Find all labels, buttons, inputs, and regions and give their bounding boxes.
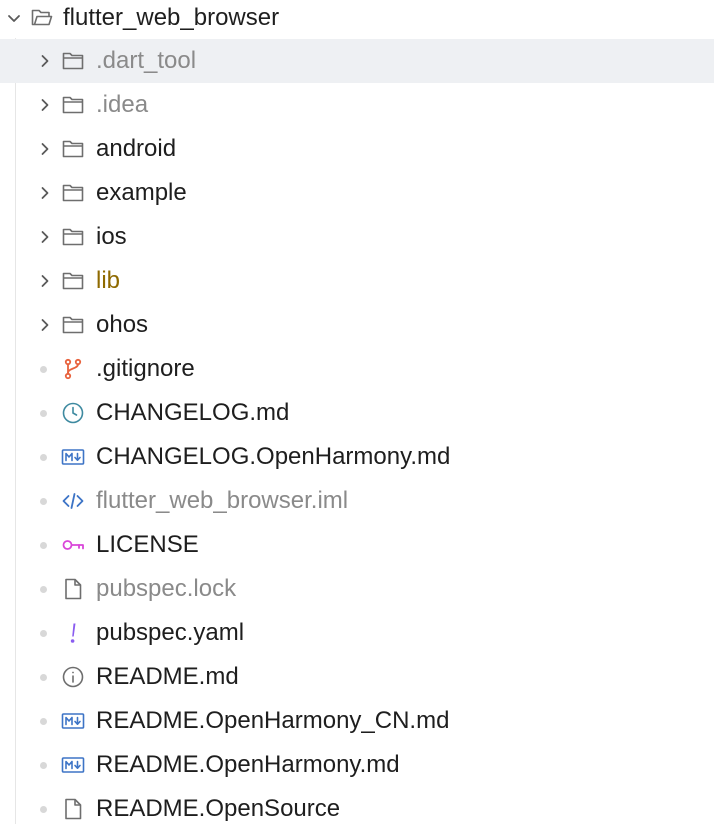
bullet-dot — [40, 762, 47, 769]
tree-item-android[interactable]: android — [0, 127, 714, 171]
tree-item-label: .dart_tool — [96, 47, 197, 74]
tree-item-changelog-openharmony-md[interactable]: CHANGELOG.OpenHarmony.md — [0, 435, 714, 479]
folder-icon — [61, 181, 85, 205]
tree-item-pubspec-lock[interactable]: pubspec.lock — [0, 567, 714, 611]
chevron-right-icon[interactable] — [35, 51, 55, 71]
tree-item-root[interactable]: flutter_web_browser — [0, 0, 714, 40]
markdown-icon — [61, 753, 85, 777]
tree-item-label: README.OpenSource — [96, 795, 341, 822]
tree-item-label: .gitignore — [96, 355, 195, 382]
tree-item-label: pubspec.yaml — [96, 619, 245, 646]
bullet-dot — [40, 410, 47, 417]
bullet-dot — [40, 674, 47, 681]
tree-item-label: flutter_web_browser.iml — [96, 487, 349, 514]
file-icon — [61, 577, 85, 601]
tree-item-example[interactable]: example — [0, 171, 714, 215]
chevron-right-icon[interactable] — [35, 227, 55, 247]
tree-item-dart-tool[interactable]: .dart_tool — [0, 39, 714, 83]
tree-item-label: lib — [96, 267, 121, 294]
tree-item-label: example — [96, 179, 187, 206]
tree-item-label: .idea — [96, 91, 149, 118]
tree-item-readme-opensource[interactable]: README.OpenSource — [0, 787, 714, 824]
info-icon — [61, 665, 85, 689]
bullet-dot — [40, 366, 47, 373]
bullet-dot — [40, 586, 47, 593]
exclamation-icon — [61, 621, 85, 645]
tree-item-label: LICENSE — [96, 531, 199, 558]
tree-item-ohos[interactable]: ohos — [0, 303, 714, 347]
folder-icon — [61, 93, 85, 117]
bullet-dot — [40, 718, 47, 725]
folder-icon — [61, 137, 85, 161]
tree-item-idea[interactable]: .idea — [0, 83, 714, 127]
tree-item-license[interactable]: LICENSE — [0, 523, 714, 567]
tree-item-readme-md[interactable]: README.md — [0, 655, 714, 699]
tree-item-lib[interactable]: lib — [0, 259, 714, 303]
tree-item-ios[interactable]: ios — [0, 215, 714, 259]
clock-icon — [61, 401, 85, 425]
tree-item-label: ohos — [96, 311, 149, 338]
tree-item-label: pubspec.lock — [96, 575, 237, 602]
chevron-right-icon[interactable] — [35, 183, 55, 203]
tree-item-label: android — [96, 135, 177, 162]
tree-item-label: CHANGELOG.OpenHarmony.md — [96, 443, 451, 470]
bullet-dot — [40, 630, 47, 637]
code-icon — [61, 489, 85, 513]
bullet-dot — [40, 454, 47, 461]
file-icon — [61, 797, 85, 821]
bullet-dot — [40, 806, 47, 813]
tree-guide-line — [15, 38, 16, 824]
tree-item-pubspec-yaml[interactable]: pubspec.yaml — [0, 611, 714, 655]
folder-open-icon — [30, 6, 54, 30]
git-branch-icon — [61, 357, 85, 381]
tree-item-label: CHANGELOG.md — [96, 399, 290, 426]
chevron-right-icon[interactable] — [35, 139, 55, 159]
folder-icon — [61, 269, 85, 293]
tree-item-flutter-web-browser-iml[interactable]: flutter_web_browser.iml — [0, 479, 714, 523]
chevron-right-icon[interactable] — [35, 315, 55, 335]
folder-icon — [61, 49, 85, 73]
tree-item-label: ios — [96, 223, 127, 250]
folder-icon — [61, 313, 85, 337]
chevron-right-icon[interactable] — [35, 271, 55, 291]
tree-item-readme-openharmony-md[interactable]: README.OpenHarmony.md — [0, 743, 714, 787]
tree-item-changelog-md[interactable]: CHANGELOG.md — [0, 391, 714, 435]
tree-item-gitignore[interactable]: .gitignore — [0, 347, 714, 391]
chevron-right-icon[interactable] — [35, 95, 55, 115]
folder-icon — [61, 225, 85, 249]
bullet-dot — [40, 498, 47, 505]
tree-item-label: README.OpenHarmony.md — [96, 751, 400, 778]
chevron-down-icon[interactable] — [4, 8, 24, 28]
tree-item-label: README.md — [96, 663, 239, 690]
tree-item-label: flutter_web_browser — [63, 4, 280, 31]
tree-item-readme-openharmony-cn-md[interactable]: README.OpenHarmony_CN.md — [0, 699, 714, 743]
markdown-icon — [61, 445, 85, 469]
markdown-icon — [61, 709, 85, 733]
tree-item-label: README.OpenHarmony_CN.md — [96, 707, 450, 734]
key-icon — [61, 533, 85, 557]
bullet-dot — [40, 542, 47, 549]
